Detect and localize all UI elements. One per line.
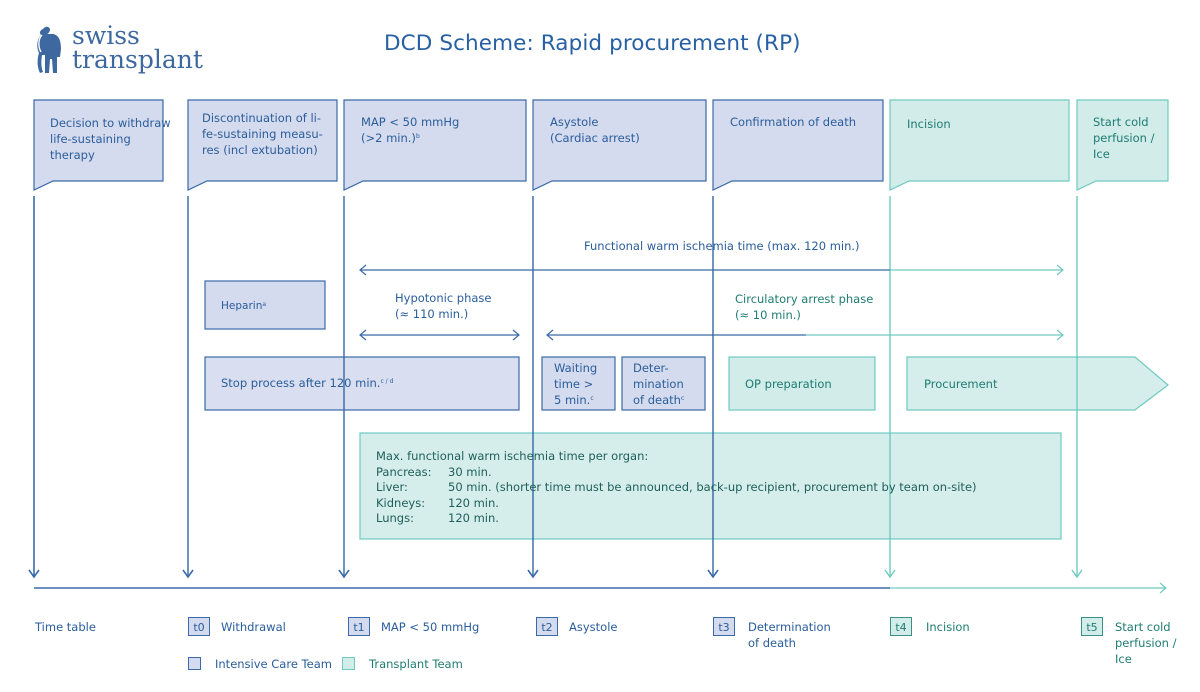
op-preparation-box <box>728 356 876 411</box>
circulatory-arrest-label: Circulatory arrest phase (≈ 10 min.) <box>735 292 874 322</box>
circulatory-arrow <box>546 329 1064 341</box>
callout-discontinuation: Discontinuation of li- fe-sustaining mea… <box>202 111 323 157</box>
logo-figure-icon <box>37 26 61 73</box>
organ-table-box <box>359 432 1062 540</box>
time-label-t5: Start cold perfusion / Ice <box>1115 620 1177 666</box>
determination-label: Deter- mination of deathc <box>633 361 685 407</box>
callout-shape-asystole <box>532 99 707 191</box>
heparin-label: Heparina <box>221 300 267 312</box>
timeline-t1 <box>338 196 350 579</box>
callout-shape-map <box>343 99 527 191</box>
legend-label-tx: Transplant Team <box>369 657 463 671</box>
legend-swatch-icu <box>188 657 201 670</box>
callout-shape-decision <box>33 99 164 191</box>
callout-shape-confirmation <box>712 99 884 191</box>
time-label-t4: Incision <box>926 620 970 634</box>
callout-decision: Decision to withdraw life-sustaining the… <box>50 116 171 162</box>
callout-shapes <box>33 99 1169 191</box>
time-badge-t5: t5 <box>1081 617 1103 636</box>
organ-row: Pancreas: 30 min. <box>376 464 492 479</box>
organ-ischemia-table: Max. functional warm ischemia time per o… <box>376 449 977 527</box>
stop-process-label: Stop process after 120 min.c / d <box>221 376 394 390</box>
callout-shape-incision <box>889 99 1070 191</box>
procurement-label: Procurement <box>924 377 998 391</box>
time-table-label: Time table <box>35 620 96 634</box>
swisstransplant-logo <box>34 25 64 75</box>
timeline-t4 <box>884 196 896 579</box>
vertical-timelines <box>28 196 1083 579</box>
waiting-time-box <box>541 356 616 411</box>
timeline-t0 <box>182 196 194 579</box>
organ-table-heading: Max. functional warm ischemia time per o… <box>376 449 649 463</box>
organ-row: Liver: 50 min. (shorter time must be ann… <box>376 480 977 494</box>
callout-shape-cold-perfusion <box>1076 99 1169 191</box>
time-badge-t1: t1 <box>348 617 370 636</box>
hypotonic-arrow <box>359 329 520 341</box>
legend-swatch-tx <box>342 657 355 670</box>
time-badge-t0: t0 <box>188 617 210 636</box>
callout-cold-perfusion: Start cold perfusion / Ice <box>1093 115 1155 161</box>
organ-row: Lungs: 120 min. <box>376 511 499 525</box>
waiting-time-label: Waiting time > 5 min.c <box>554 361 598 407</box>
procurement-box <box>906 356 1169 411</box>
time-label-t1: MAP < 50 mmHg <box>381 620 480 634</box>
hypotonic-phase-label: Hypotonic phase (≈ 110 min.) <box>395 291 492 321</box>
time-label-t2: Asystole <box>569 620 618 634</box>
heparin-box <box>204 280 326 330</box>
page-title: DCD Scheme: Rapid procurement (RP) <box>384 31 801 56</box>
logo-line-2: transplant <box>72 45 203 74</box>
timeline-t2 <box>527 196 539 579</box>
time-label-t3: Determination of death <box>748 620 831 650</box>
determination-box <box>621 356 706 411</box>
callout-incision: Incision <box>907 117 951 131</box>
organ-row: Kidneys: 120 min. <box>376 495 499 510</box>
callout-confirmation: Confirmation of death <box>730 115 857 129</box>
callout-asystole: Asystole (Cardiac arrest) <box>550 115 640 145</box>
time-badge-t3: t3 <box>713 617 735 636</box>
phase-arrows <box>359 264 1064 341</box>
stop-process-box <box>204 356 520 411</box>
timeline-t3 <box>707 196 719 579</box>
callout-map: MAP < 50 mmHg (>2 min.)b <box>361 115 460 145</box>
op-preparation-label: OP preparation <box>745 377 832 391</box>
timeline-t-decision <box>28 196 40 579</box>
timeline-t5 <box>1071 196 1083 579</box>
callout-shape-discontinuation <box>187 99 338 191</box>
time-label-t0: Withdrawal <box>221 620 286 634</box>
time-badge-t4: t4 <box>890 617 912 636</box>
time-axis <box>34 582 1167 594</box>
time-badge-t2: t2 <box>536 617 558 636</box>
logo-wordmark: swiss transplant <box>72 21 203 74</box>
logo-line-1: swiss <box>72 21 140 50</box>
functional-ischemia-label: Functional warm ischemia time (max. 120 … <box>584 239 860 253</box>
functional-ischemia-arrow <box>359 264 1064 276</box>
process-boxes <box>204 280 1169 540</box>
legend-label-icu: Intensive Care Team <box>215 657 332 671</box>
